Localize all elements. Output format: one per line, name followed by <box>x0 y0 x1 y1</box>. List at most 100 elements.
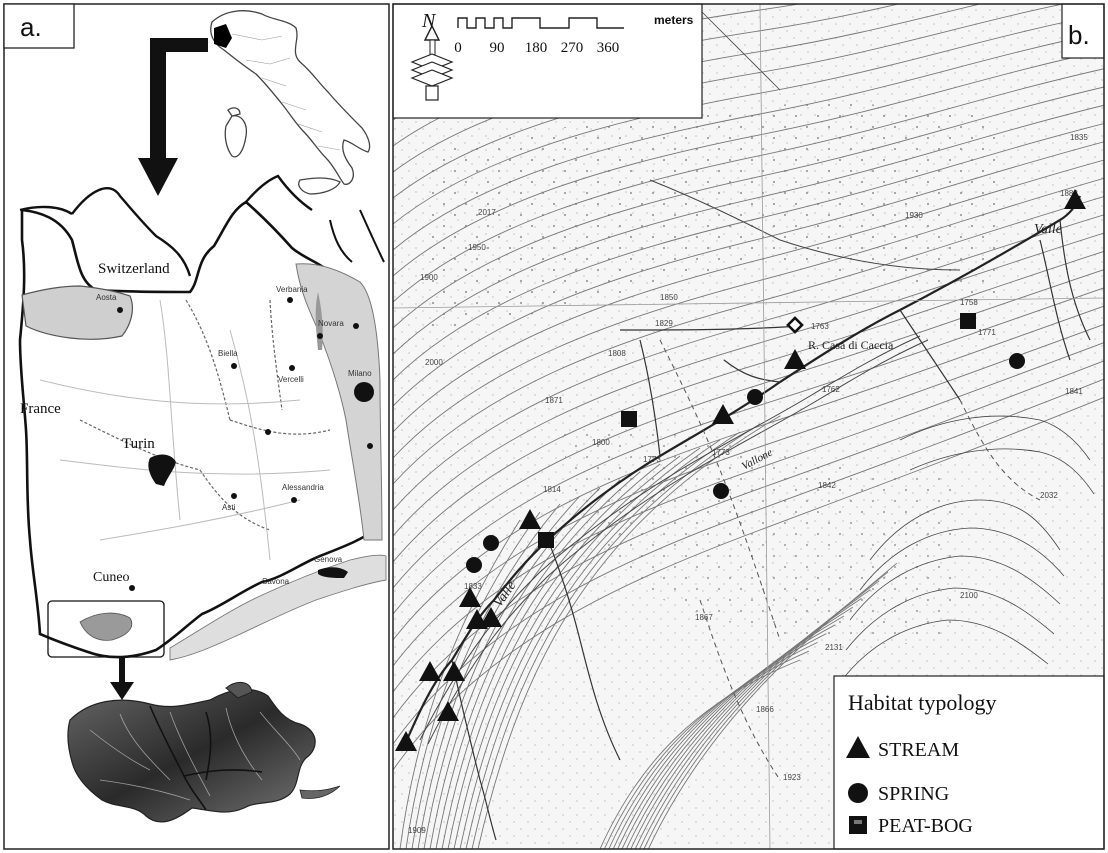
label-aosta: Aosta <box>96 293 117 302</box>
streams <box>404 195 1082 743</box>
site-peat-bog-square <box>538 532 554 548</box>
elevation-label: 1800 <box>592 438 610 447</box>
turin-marker <box>148 454 176 486</box>
label-valle-top: Valle <box>1034 222 1062 237</box>
contour-line <box>393 50 1104 277</box>
site-spring-circle <box>747 389 763 405</box>
elevation-label: 1900 <box>420 273 438 282</box>
contour-line <box>393 305 1104 641</box>
elevation-label: 1867 <box>695 613 713 622</box>
elevation-label: 1773 <box>712 448 730 457</box>
site-spring-circle <box>713 483 729 499</box>
elevation-label: 1950 <box>468 243 486 252</box>
down-arrow-icon <box>138 158 178 196</box>
label-turin: Turin <box>122 436 155 452</box>
scale-bar <box>457 17 624 29</box>
elevation-label: 1758 <box>960 298 978 307</box>
zoom-arrow-icon <box>110 682 134 700</box>
legend: Habitat typology STREAM SPRING PEAT-BOG <box>833 675 1105 850</box>
label-novara: Novara <box>318 319 344 328</box>
elevation-label: 2100 <box>960 591 978 600</box>
label-alessandria: Alessandria <box>282 483 324 492</box>
piedmont-highlight <box>214 24 232 48</box>
elevation-label: 1829 <box>655 319 673 328</box>
footpaths <box>659 339 1041 781</box>
study-area-highlight <box>79 612 133 641</box>
contour-line <box>393 86 1104 329</box>
label-milano: Milano <box>348 369 372 378</box>
site-stream-triangle <box>419 661 441 681</box>
scale-box: N 0 90 180 270 360 meters <box>392 3 703 119</box>
pointer-bracket <box>150 38 208 160</box>
contour-line <box>411 503 561 849</box>
panel-a: Switzerland France Turin Cuneo Aosta Mil… <box>3 3 390 850</box>
site-spring-circle <box>1009 353 1025 369</box>
label-asti: Asti <box>222 503 236 512</box>
genova-marker <box>318 567 348 578</box>
scale-tick: 270 <box>561 40 584 56</box>
legend-circle-icon <box>848 783 868 803</box>
scale-bar-ticks: 0 90 180 270 360 <box>454 40 619 56</box>
italy-regions <box>231 33 341 151</box>
liguria-area <box>169 554 387 661</box>
city-dots <box>117 297 373 591</box>
label-genova: Genova <box>314 555 343 564</box>
milano-marker <box>354 382 374 402</box>
contour-line <box>393 396 1104 771</box>
contour-line <box>393 323 1104 667</box>
piedmont-map <box>18 174 387 661</box>
panel-b-frame <box>392 3 1105 850</box>
panel-a-label-box <box>3 3 75 49</box>
scale-tick: 180 <box>525 40 548 56</box>
elevation-label: 1763 <box>811 322 829 331</box>
site-stream-triangle <box>395 731 417 751</box>
contour-lines <box>393 4 1104 849</box>
contour-line <box>441 463 661 849</box>
legend-triangle-icon <box>846 736 870 758</box>
contour-line <box>393 4 982 173</box>
map-grid <box>393 4 1104 849</box>
legend-square-icon <box>849 816 867 834</box>
contour-line <box>405 511 541 849</box>
contour-line <box>393 4 1065 199</box>
legend-item-stream: STREAM <box>878 739 959 761</box>
aosta-valley <box>21 285 134 340</box>
elevation-label: 1808 <box>608 349 626 358</box>
zoom-arrow-shaft <box>119 656 125 684</box>
trail <box>419 179 961 745</box>
site-stream-triangle <box>712 404 734 424</box>
contour-line <box>393 250 1104 563</box>
contour-line <box>471 423 761 849</box>
elevation-label: 2131 <box>825 643 843 652</box>
panel-b-label: b. <box>1068 20 1090 50</box>
legend-item-spring: SPRING <box>878 783 949 805</box>
contour-line <box>393 31 1104 251</box>
label-casa-di-caccia: R. Casa di Caccia <box>808 338 894 352</box>
legend-title: Habitat typology <box>848 690 996 715</box>
contour-line <box>393 104 1104 355</box>
site-spring-circle <box>466 557 482 573</box>
elevation-label: 1814 <box>543 485 561 494</box>
contour-line <box>393 342 1104 693</box>
legend-square-highlight <box>854 820 862 824</box>
elevation-label: 2017 <box>478 208 496 217</box>
contour-line <box>435 471 641 849</box>
elevation-label: 1871 <box>545 396 563 405</box>
elevation-labels: 1835188219301850182918081871180017631758… <box>408 133 1088 835</box>
site-stream-triangle <box>437 701 459 721</box>
scale-tick: 0 <box>454 40 462 56</box>
sample-sites <box>395 189 1086 751</box>
site-stream-triangle <box>459 587 481 607</box>
tributaries <box>451 219 1091 841</box>
contour-line <box>393 287 1104 615</box>
elevation-label: 1850 <box>660 293 678 302</box>
site-stream-triangle <box>443 661 465 681</box>
elevation-label: 1882 <box>1060 189 1078 198</box>
contour-line <box>393 13 1104 225</box>
contour-line <box>465 431 741 849</box>
contour-line <box>393 159 1104 433</box>
elevation-label: 1909 <box>408 826 426 835</box>
contour-line <box>453 447 701 849</box>
label-cuneo: Cuneo <box>93 570 130 585</box>
